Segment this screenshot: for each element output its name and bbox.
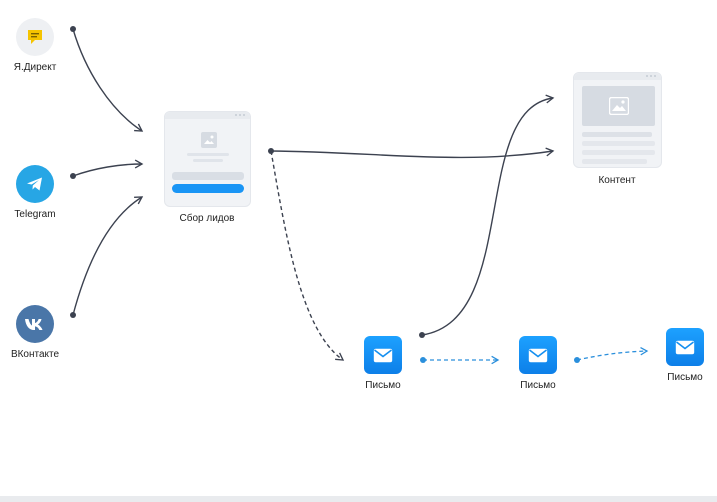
source-direct[interactable] (16, 18, 54, 56)
wire-email-1-to-content (421, 94, 555, 336)
envelope-icon (373, 348, 393, 362)
wire-vk-to-collector (72, 196, 144, 316)
wire-telegram-to-collector (72, 159, 144, 177)
email-node-3[interactable] (666, 328, 704, 366)
content-label: Контент (598, 175, 636, 186)
wire-collector-to-email-1 (270, 150, 345, 361)
card-titlebar (165, 112, 250, 119)
email-node-1[interactable] (364, 336, 402, 374)
email-3-label: Письмо (667, 372, 703, 383)
content-card[interactable] (573, 72, 662, 168)
email-1-label: Письмо (365, 380, 401, 391)
wire-direct-to-collector (72, 28, 144, 132)
source-vk[interactable] (16, 305, 54, 343)
submit-button-placeholder (172, 184, 244, 193)
envelope-icon (675, 340, 695, 354)
source-telegram-label: Telegram (14, 209, 56, 220)
source-direct-label: Я.Директ (13, 62, 57, 73)
email-node-2[interactable] (519, 336, 557, 374)
vk-icon (16, 305, 54, 343)
source-vk-label: ВКонтакте (10, 349, 60, 360)
email-2-label: Письмо (520, 380, 556, 391)
envelope-icon (528, 348, 548, 362)
lead-collector-card[interactable] (164, 111, 251, 207)
input-placeholder (172, 172, 244, 180)
source-telegram[interactable] (16, 165, 54, 203)
lead-collector-label: Сбор лидов (179, 213, 235, 224)
card-titlebar (574, 73, 661, 80)
image-placeholder-icon (582, 86, 655, 126)
image-placeholder-icon (201, 132, 217, 148)
wire-collector-to-content (270, 147, 555, 159)
telegram-icon (16, 165, 54, 203)
yandex-direct-icon (16, 18, 54, 56)
wire-email-2-to-email-3 (576, 347, 649, 361)
